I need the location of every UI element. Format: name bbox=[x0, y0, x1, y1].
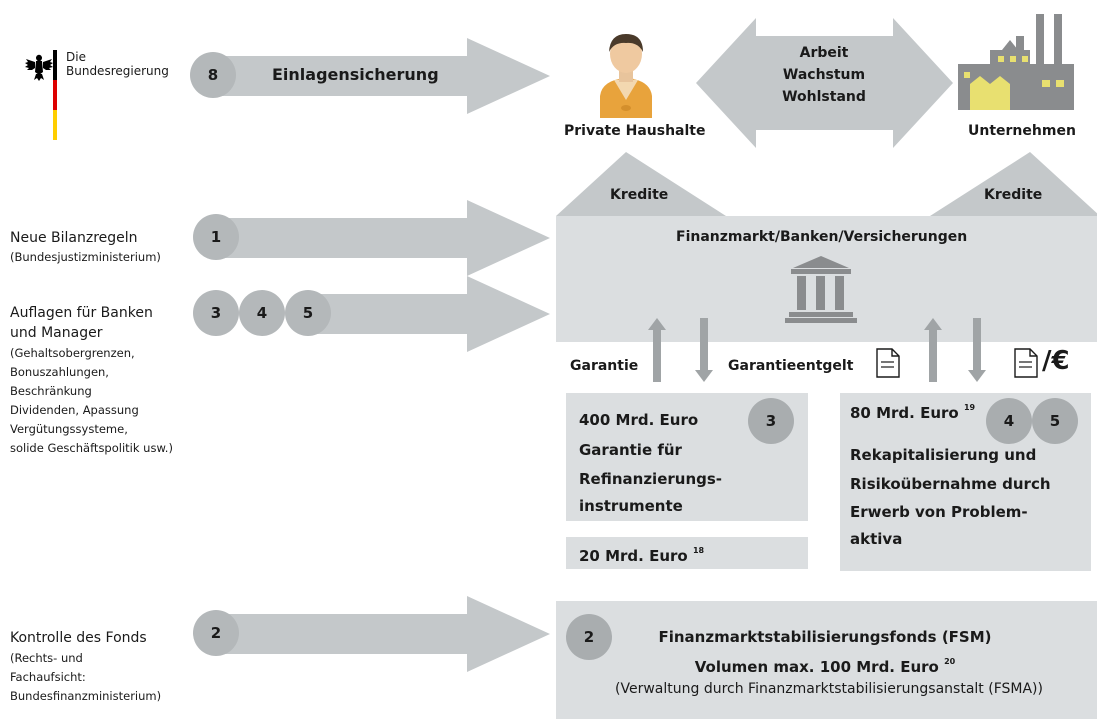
guarantee-line2: Garantie für bbox=[579, 441, 682, 459]
footnote-20: 20 bbox=[944, 657, 956, 666]
bottom-amount-box bbox=[566, 537, 808, 569]
kontrolle-title: Kontrolle des Fonds bbox=[10, 630, 147, 646]
auflagen-sub-4: Dividenden, Apassung bbox=[10, 403, 139, 417]
auflagen-sub-6: solide Geschäftspolitik usw.) bbox=[10, 441, 173, 455]
rekap-amount: 80 Mrd. Euro 19 bbox=[850, 398, 975, 425]
fund-box bbox=[556, 601, 1097, 719]
auflagen-sub-5: Vergütungssysteme, bbox=[10, 422, 128, 436]
circle-5-box: 5 bbox=[1032, 398, 1078, 444]
circle-1: 1 bbox=[193, 214, 239, 260]
circle-5: 5 bbox=[285, 290, 331, 336]
logo-line1: Die bbox=[66, 50, 86, 64]
center-line3: Wohlstand bbox=[782, 89, 866, 105]
guarantee-line3: Refinanzierungs- bbox=[579, 470, 723, 488]
eagle-icon bbox=[25, 54, 53, 81]
garantieentgelt-label: Garantieentgelt bbox=[728, 358, 854, 374]
kredite-right-triangle bbox=[930, 152, 1097, 216]
bottom-amount: 20 Mrd. Euro 18 bbox=[579, 542, 704, 567]
document-icon-1 bbox=[876, 348, 900, 378]
up-arrow-garantie bbox=[648, 318, 666, 382]
circle-8: 8 bbox=[190, 52, 236, 98]
finanzmarkt-title: Finanzmarkt/Banken/Versicherungen bbox=[676, 229, 968, 245]
kredite-left-label: Kredite bbox=[610, 187, 669, 203]
footnote-18: 18 bbox=[692, 546, 705, 555]
flag-stripe-red bbox=[53, 80, 57, 110]
euro-sign: /€ bbox=[1042, 346, 1070, 376]
bilanzregeln-title: Neue Bilanzregeln bbox=[10, 230, 138, 246]
garantie-label: Garantie bbox=[570, 358, 639, 374]
flag-stripe-gold bbox=[53, 110, 57, 140]
double-arrow-arbeit bbox=[696, 18, 953, 148]
factory-icon bbox=[958, 14, 1074, 110]
circle-4-box: 4 bbox=[986, 398, 1032, 444]
companies-label: Unternehmen bbox=[968, 123, 1076, 139]
auflagen-title-2: und Manager bbox=[10, 325, 103, 341]
center-line2: Wachstum bbox=[782, 67, 866, 83]
rekap-line3: Erwerb von Problem- bbox=[850, 503, 1028, 521]
center-line1: Arbeit bbox=[799, 45, 849, 61]
private-households-label: Private Haushalte bbox=[564, 123, 706, 139]
circle-2-fund: 2 bbox=[566, 614, 612, 660]
arrow-kontrolle bbox=[215, 596, 550, 672]
auflagen-sub-2: Bonuszahlungen, bbox=[10, 365, 109, 379]
kredite-left-triangle bbox=[556, 152, 726, 216]
rekap-line2: Risikoübernahme durch bbox=[850, 475, 1051, 493]
arrow-einlagensicherung bbox=[215, 38, 550, 114]
circle-3: 3 bbox=[193, 290, 239, 336]
person-icon bbox=[600, 34, 652, 118]
fund-volume-text: Volumen max. 100 Mrd. Euro bbox=[694, 658, 939, 676]
footnote-19: 19 bbox=[963, 403, 976, 412]
guarantee-line4: instrumente bbox=[579, 497, 683, 515]
flag-stripe-black bbox=[53, 50, 57, 80]
rekap-line4: aktiva bbox=[850, 530, 903, 548]
kredite-right-label: Kredite bbox=[984, 187, 1043, 203]
kontrolle-sub-1: (Rechts- und bbox=[10, 651, 83, 665]
circle-4: 4 bbox=[239, 290, 285, 336]
logo-line2: Bundesregierung bbox=[66, 64, 169, 78]
guarantee-line1: 400 Mrd. Euro bbox=[579, 411, 699, 429]
down-arrow-right bbox=[968, 318, 986, 382]
circle-2-left: 2 bbox=[193, 610, 239, 656]
auflagen-sub-3: Beschränkung bbox=[10, 384, 92, 398]
bottom-amount-text: 20 Mrd. Euro bbox=[579, 547, 688, 565]
down-arrow-garantieentgelt bbox=[695, 318, 713, 382]
bank-building-icon bbox=[785, 256, 857, 323]
up-arrow-right bbox=[924, 318, 942, 382]
fund-admin: (Verwaltung durch Finanzmarktstabilisier… bbox=[615, 681, 1043, 697]
rekap-line1: Rekapitalisierung und bbox=[850, 446, 1037, 464]
kontrolle-sub-2: Fachaufsicht: bbox=[10, 670, 86, 684]
circle-3-box: 3 bbox=[748, 398, 794, 444]
rekap-amount-text: 80 Mrd. Euro bbox=[850, 404, 959, 422]
arrow-auflagen bbox=[300, 276, 550, 352]
kontrolle-sub-3: Bundesfinanzministerium) bbox=[10, 689, 162, 703]
arrow-bilanzregeln bbox=[215, 200, 550, 276]
einlagensicherung-label: Einlagensicherung bbox=[272, 65, 439, 84]
fund-title: Finanzmarktstabilisierungsfonds (FSM) bbox=[658, 628, 992, 646]
auflagen-sub-1: (Gehaltsobergrenzen, bbox=[10, 346, 135, 360]
document-icon-2 bbox=[1014, 348, 1038, 378]
fund-volume: Volumen max. 100 Mrd. Euro 20 bbox=[620, 654, 1030, 677]
bilanzregeln-sub: (Bundesjustizministerium) bbox=[10, 250, 161, 264]
auflagen-title-1: Auflagen für Banken bbox=[10, 305, 153, 321]
